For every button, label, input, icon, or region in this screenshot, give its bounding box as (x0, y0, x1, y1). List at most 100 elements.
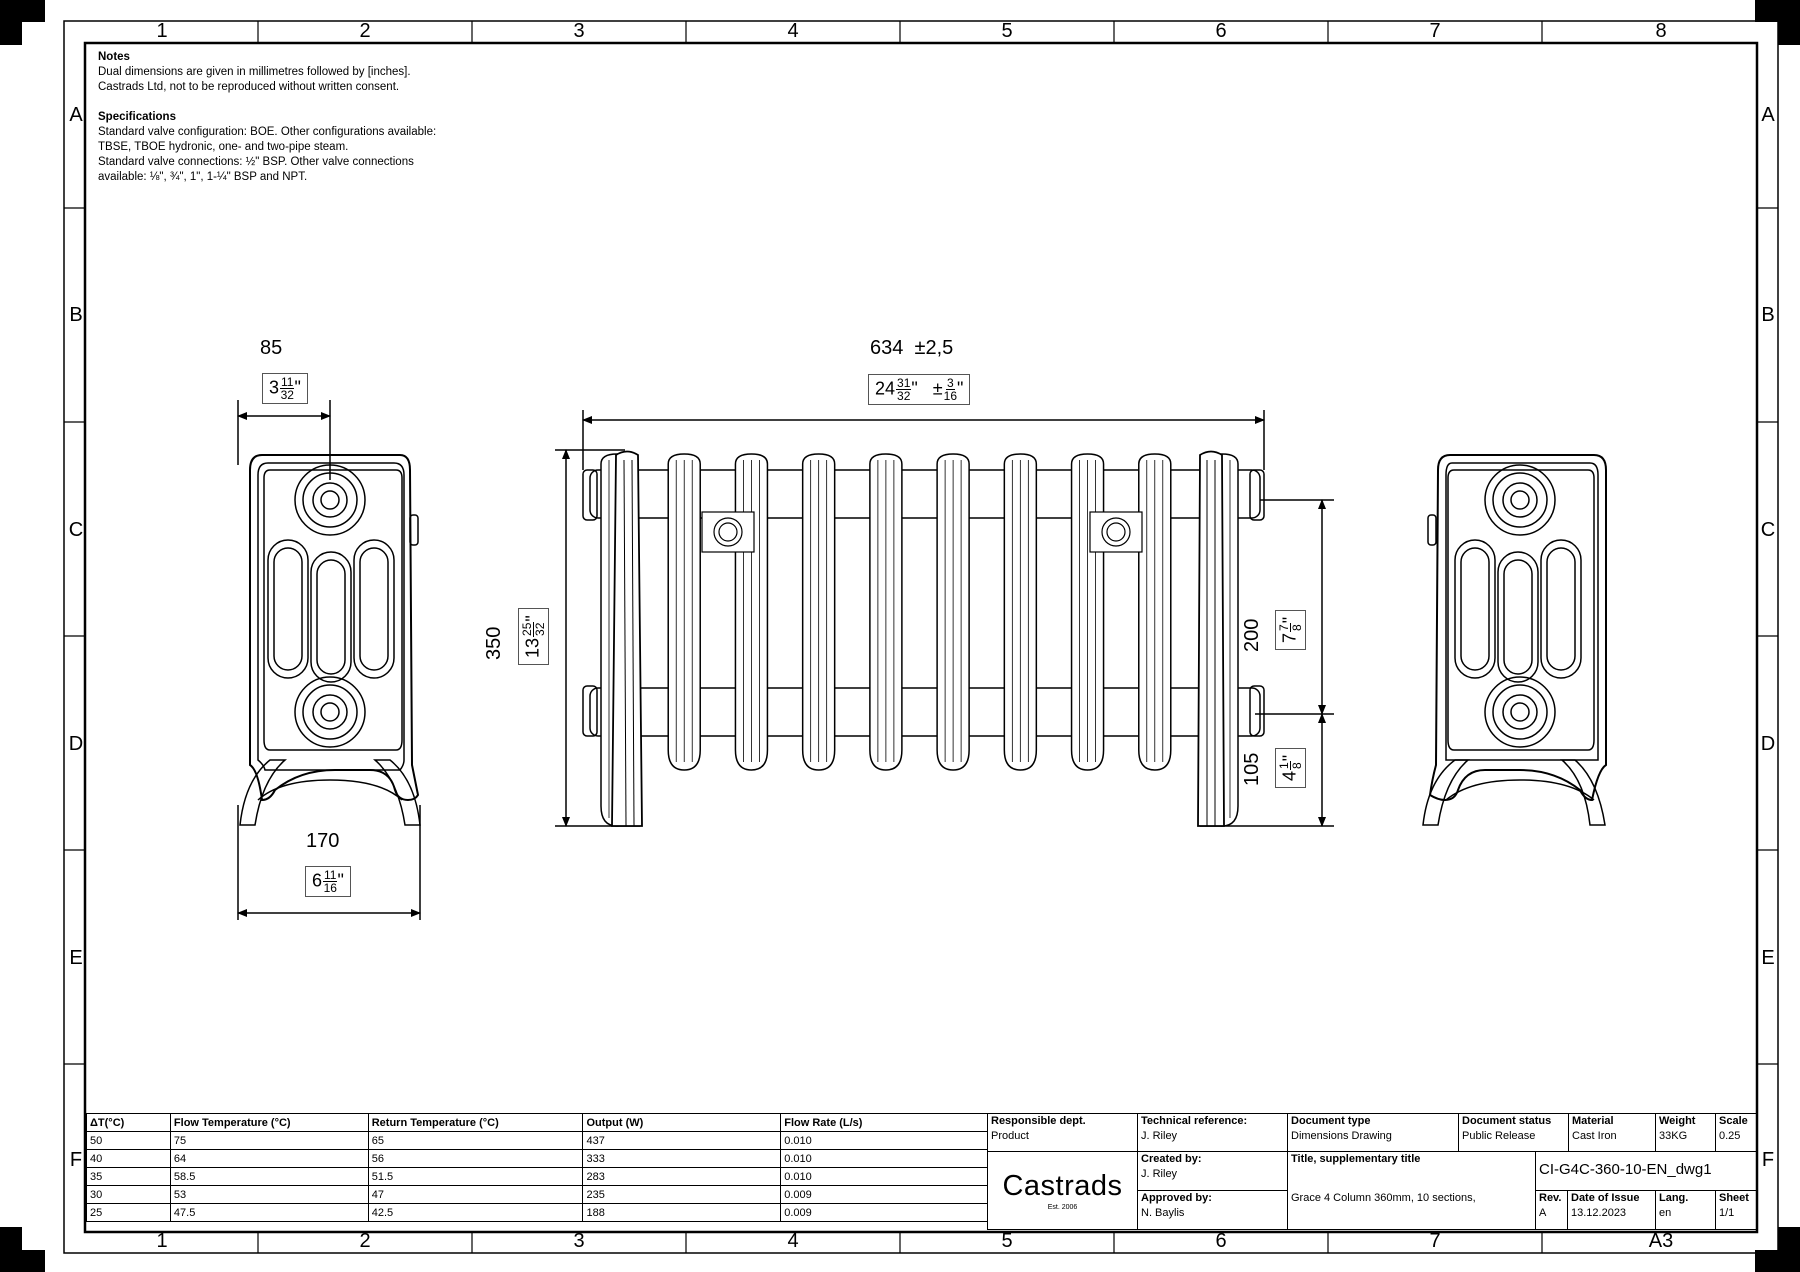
tb-value: J. Riley (1141, 1168, 1178, 1180)
table-row: 40 64 56 333 0.010 (86, 1149, 988, 1168)
tb-weight: Weight 33KG (1655, 1113, 1716, 1152)
dim-width-mm: 634 ±2,5 (870, 337, 953, 360)
table-cell: 0.010 (780, 1167, 988, 1186)
tb-label: Material (1572, 1115, 1614, 1127)
performance-table: ΔT(°C) Flow Temperature (°C) Return Temp… (86, 1113, 988, 1222)
dim-side-top-mm: 85 (260, 337, 283, 359)
dim-whole: 13 (522, 637, 543, 658)
tb-value: A (1539, 1207, 1547, 1219)
zone-letter: C (1760, 519, 1776, 541)
radiator-section (936, 453, 970, 771)
zone-number: 6 (1215, 20, 1227, 42)
tb-label: Rev. (1539, 1192, 1562, 1204)
tb-label: Created by: (1141, 1153, 1202, 1165)
table-cell: 42.5 (367, 1203, 584, 1222)
tb-label: Date of Issue (1571, 1192, 1640, 1204)
dim-value: 634 (870, 337, 904, 359)
tb-label: Document type (1291, 1115, 1371, 1127)
zone-number: 3 (573, 20, 585, 42)
radiator-section (801, 453, 836, 771)
table-header: Output (W) (582, 1113, 782, 1132)
table-header-row: ΔT(°C) Flow Temperature (°C) Return Temp… (86, 1113, 988, 1132)
dim-floor-mm: 105 (1241, 752, 1263, 786)
table-row: 50 75 65 437 0.010 (86, 1131, 988, 1150)
tb-label: Scale (1719, 1115, 1748, 1127)
table-header: Flow Rate (L/s) (780, 1113, 988, 1132)
radiator-section (1070, 453, 1105, 771)
tb-label: Weight (1659, 1115, 1696, 1127)
dim-whole: 7 (1279, 632, 1300, 643)
dim-height-mm: 350 (483, 626, 505, 660)
zone-number: 8 (1655, 20, 1667, 42)
tb-value: en (1659, 1207, 1672, 1219)
tb-created-by: Created by: J. Riley (1137, 1151, 1288, 1191)
table-cell: 64 (169, 1149, 369, 1168)
dim-den: 8 (1290, 624, 1304, 631)
zone-letter: E (69, 947, 83, 969)
table-cell: 75 (169, 1131, 369, 1150)
zone-number: 1 (156, 1230, 168, 1252)
table-cell: 56 (367, 1149, 584, 1168)
tb-value: Public Release (1462, 1130, 1536, 1142)
tb-label: Technical reference: (1141, 1115, 1248, 1127)
zone-number: 2 (359, 20, 371, 42)
table-cell: 47.5 (169, 1203, 369, 1222)
table-cell: 35 (86, 1167, 171, 1186)
spec-line: TBSE, TBOE hydronic, one- and two-pipe s… (98, 141, 349, 153)
tb-value: 13.12.2023 (1571, 1207, 1627, 1219)
dim-centres-mm: 200 (1241, 618, 1263, 652)
table-cell: 0.009 (780, 1185, 988, 1204)
notes-line: Dual dimensions are given in millimetres… (98, 66, 411, 78)
table-cell: 0.010 (780, 1131, 988, 1150)
side-view-right (1422, 454, 1607, 826)
tb-value: N. Baylis (1141, 1207, 1185, 1219)
tb-label: Document status (1462, 1115, 1552, 1127)
table-row: 25 47.5 42.5 188 0.009 (86, 1203, 988, 1222)
table-cell: 437 (582, 1131, 782, 1150)
dim-num: 31 (896, 376, 912, 390)
tb-document-type: Document type Dimensions Drawing (1287, 1113, 1459, 1152)
zone-letter: A (69, 104, 83, 126)
tb-value: Product (991, 1130, 1029, 1142)
dim-den: 32 (533, 622, 547, 636)
zone-number: 4 (787, 20, 799, 42)
zone-letter: E (1761, 947, 1775, 969)
table-cell: 188 (582, 1203, 782, 1222)
tb-sheet: Sheet 1/1 (1715, 1190, 1757, 1230)
table-cell: 0.009 (780, 1203, 988, 1222)
zone-letter: D (1760, 733, 1776, 755)
tb-logo-cell: Castrads Est. 2006 (987, 1151, 1138, 1230)
tb-material: Material Cast Iron (1568, 1113, 1656, 1152)
table-cell: 0.010 (780, 1149, 988, 1168)
tb-scale: Scale 0.25 (1715, 1113, 1757, 1152)
notes-block: Notes Dual dimensions are given in milli… (98, 50, 518, 185)
zone-letter: B (69, 304, 83, 326)
dim-num: 11 (280, 375, 295, 389)
notes-line: Castrads Ltd, not to be reproduced witho… (98, 81, 400, 93)
front-view (555, 410, 1334, 827)
dim-num: 11 (323, 868, 338, 882)
tb-date: Date of Issue 13.12.2023 (1567, 1190, 1656, 1230)
table-cell: 58.5 (169, 1167, 369, 1186)
table-cell: 50 (86, 1131, 171, 1150)
tb-drawing-number: CI-G4C-360-10-EN_dwg1 (1535, 1151, 1757, 1191)
zone-letter: D (68, 733, 84, 755)
radiator-section (869, 453, 903, 771)
table-cell: 283 (582, 1167, 782, 1186)
zone-number: 4 (787, 1230, 799, 1252)
zone-number: 5 (1001, 20, 1013, 42)
table-row: 35 58.5 51.5 283 0.010 (86, 1167, 988, 1186)
castrads-badge (701, 511, 1143, 553)
table-header: Return Temperature (°C) (367, 1113, 584, 1132)
table-header: Flow Temperature (°C) (169, 1113, 369, 1132)
zone-letter: F (1761, 1149, 1775, 1171)
dim-side-bottom-mm: 170 (306, 830, 340, 852)
tb-title: Title, supplementary title Grace 4 Colum… (1287, 1151, 1536, 1230)
drawing-number: CI-G4C-360-10-EN_dwg1 (1539, 1161, 1712, 1178)
tb-label: Lang. (1659, 1192, 1689, 1204)
tb-value: Dimensions Drawing (1291, 1130, 1392, 1142)
